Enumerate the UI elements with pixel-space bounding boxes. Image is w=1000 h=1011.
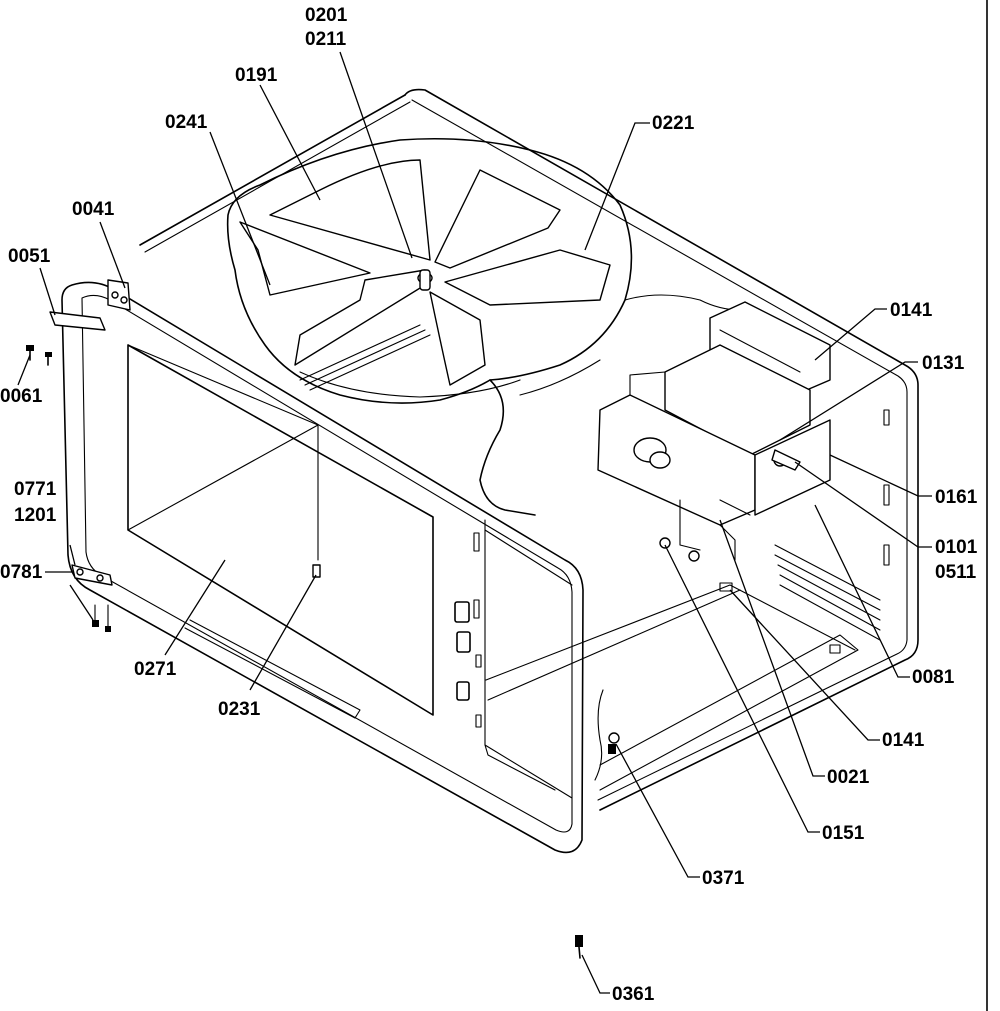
label-0151: 0151 — [822, 823, 865, 844]
lower-hinge — [71, 564, 113, 586]
screw-0061b — [45, 352, 52, 366]
screw-0361 — [575, 935, 583, 959]
screw-0371 — [608, 732, 620, 754]
label-0161: 0161 — [935, 487, 978, 508]
label-0141-top: 0141 — [890, 300, 933, 321]
label-0231: 0231 — [218, 699, 261, 720]
label-0141-bottom: 0141 — [882, 730, 925, 751]
screw-0781a — [92, 604, 99, 627]
label-0061: 0061 — [0, 386, 43, 407]
label-0781: 0781 — [0, 562, 43, 583]
cavity — [127, 344, 319, 561]
label-0241: 0241 — [165, 112, 208, 133]
screw-0061a — [26, 345, 34, 361]
label-0101: 0101 — [935, 537, 978, 558]
label-0221: 0221 — [652, 113, 695, 134]
top-cover-cutout — [226, 137, 741, 516]
label-0201: 0201 — [305, 5, 348, 26]
label-0131: 0131 — [922, 353, 965, 374]
label-0041: 0041 — [72, 199, 115, 220]
leader-lines — [17, 51, 932, 994]
label-0021: 0021 — [827, 767, 870, 788]
label-0191: 0191 — [235, 65, 278, 86]
base-floor — [184, 584, 859, 791]
label-0511: 0511 — [935, 562, 977, 583]
label-0211: 0211 — [305, 29, 347, 50]
part-labels: 0201 0211 0191 0241 0221 0041 0051 0061 … — [0, 5, 978, 1005]
label-0371: 0371 — [702, 868, 745, 889]
label-0081: 0081 — [912, 667, 955, 688]
screws — [26, 345, 620, 959]
control-panel-area — [454, 519, 573, 799]
label-1201: 1201 — [14, 505, 57, 526]
screw-0781b — [105, 604, 111, 632]
fan-blade — [239, 159, 611, 391]
label-0771: 0771 — [14, 479, 57, 500]
label-0051: 0051 — [8, 246, 51, 267]
hinge-bracket — [49, 279, 131, 331]
magnetron-assembly — [597, 301, 890, 654]
label-0271: 0271 — [134, 659, 177, 680]
label-0361: 0361 — [612, 984, 655, 1005]
front-frame — [61, 281, 584, 854]
latch-0231 — [312, 564, 321, 578]
